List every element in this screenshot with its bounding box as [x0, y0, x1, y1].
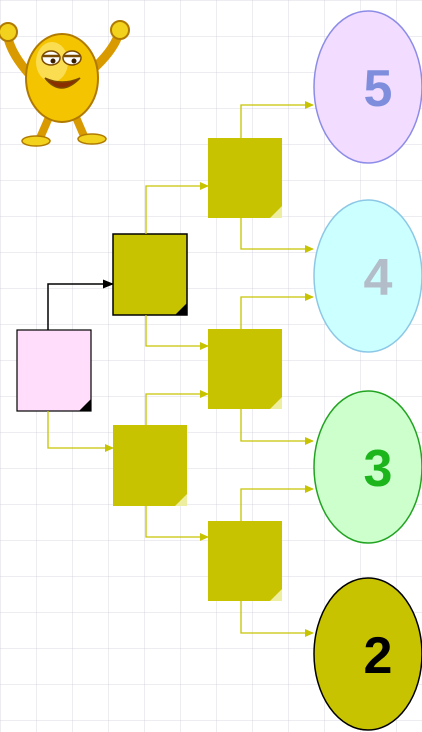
- edge-l1l-to-l2b: [146, 394, 208, 425]
- edge-l2bot-to-2: [241, 601, 313, 633]
- outcome-2-label: 2: [364, 627, 393, 685]
- level1-node-upper: [113, 234, 187, 315]
- edge-l1u-to-l2a: [146, 186, 208, 234]
- edge-l1u-to-l2b: [146, 315, 208, 346]
- level2-node-bottom: [208, 521, 282, 601]
- edge-l2mid-to-3: [241, 409, 313, 441]
- edge-l1l-to-l2c: [146, 506, 208, 537]
- outcome-4-label: 4: [364, 249, 393, 307]
- edge-root-to-lower: [48, 411, 113, 448]
- edge-l2bot-to-3: [241, 489, 313, 521]
- edge-l2top-to-4: [241, 218, 313, 249]
- edge-root-to-upper: [48, 284, 113, 330]
- outcome-3-label: 3: [364, 440, 393, 498]
- level2-node-middle: [208, 329, 282, 409]
- level1-node-lower: [113, 425, 187, 506]
- edge-l2mid-to-4: [241, 297, 313, 329]
- smiley-mascot-icon: [0, 21, 129, 146]
- outcome-5-label: 5: [364, 60, 393, 118]
- edge-l2top-to-5: [241, 105, 313, 138]
- root-node: [17, 330, 91, 411]
- level2-node-top: [208, 138, 282, 218]
